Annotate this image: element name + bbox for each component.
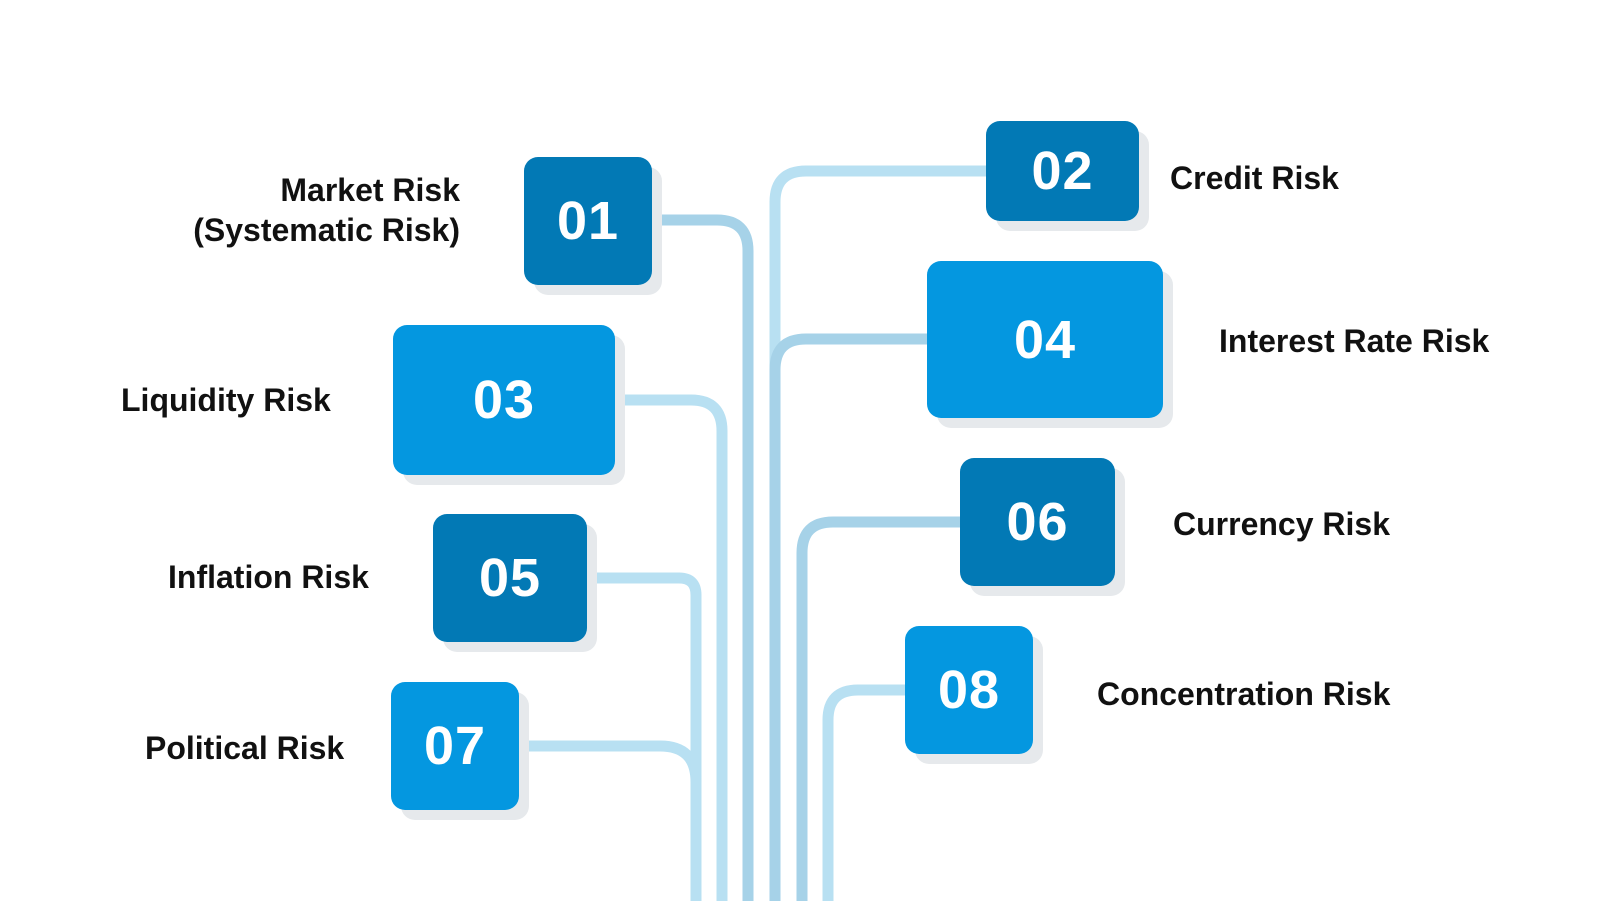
connector-03 xyxy=(615,394,728,901)
label-credit-risk-line1: Credit Risk xyxy=(1170,160,1339,196)
connector-05 xyxy=(587,572,702,901)
box-01-number: 01 xyxy=(556,191,620,251)
box-04-number: 04 xyxy=(1013,309,1077,370)
label-credit-risk: Credit Risk xyxy=(1170,158,1339,198)
connector-04 xyxy=(769,333,927,901)
label-liquidity-risk-line1: Liquidity Risk xyxy=(121,382,331,418)
box-03: 03 xyxy=(393,325,615,475)
box-07: 07 xyxy=(391,682,519,810)
label-market-risk: Market Risk (Systematic Risk) xyxy=(193,170,460,250)
label-political-risk: Political Risk xyxy=(145,728,344,768)
label-political-risk-line1: Political Risk xyxy=(145,730,345,766)
label-market-risk-line2: (Systematic Risk) xyxy=(193,212,460,248)
connector-08 xyxy=(822,684,905,901)
label-currency-risk-line1: Currency Risk xyxy=(1173,506,1390,542)
connector-06 xyxy=(796,516,960,901)
box-04: 04 xyxy=(927,261,1163,418)
box-02: 02 xyxy=(986,121,1139,221)
box-05-number: 05 xyxy=(478,548,542,608)
box-05: 05 xyxy=(433,514,587,642)
label-interest-rate-risk: Interest Rate Risk xyxy=(1219,321,1489,361)
connector-01 xyxy=(652,214,754,901)
connector-07 xyxy=(519,740,702,901)
label-concentration-risk: Concentration Risk xyxy=(1097,674,1390,714)
box-03-number: 03 xyxy=(472,370,536,430)
box-08: 08 xyxy=(905,626,1033,754)
label-inflation-risk-line1: Inflation Risk xyxy=(168,559,369,595)
label-inflation-risk: Inflation Risk xyxy=(168,557,369,597)
label-currency-risk: Currency Risk xyxy=(1173,504,1390,544)
box-08-number: 08 xyxy=(937,660,1001,720)
connector-02 xyxy=(769,165,986,901)
box-01: 01 xyxy=(524,157,652,285)
box-07-number: 07 xyxy=(423,716,487,776)
label-interest-rate-risk-line1: Interest Rate Risk xyxy=(1219,323,1490,359)
label-concentration-risk-line1: Concentration Risk xyxy=(1097,676,1391,712)
label-liquidity-risk: Liquidity Risk xyxy=(121,380,331,420)
box-06-number: 06 xyxy=(1006,492,1069,552)
box-06: 06 xyxy=(960,458,1115,586)
box-02-number: 02 xyxy=(1031,141,1094,201)
label-market-risk-line1: Market Risk xyxy=(280,172,460,208)
